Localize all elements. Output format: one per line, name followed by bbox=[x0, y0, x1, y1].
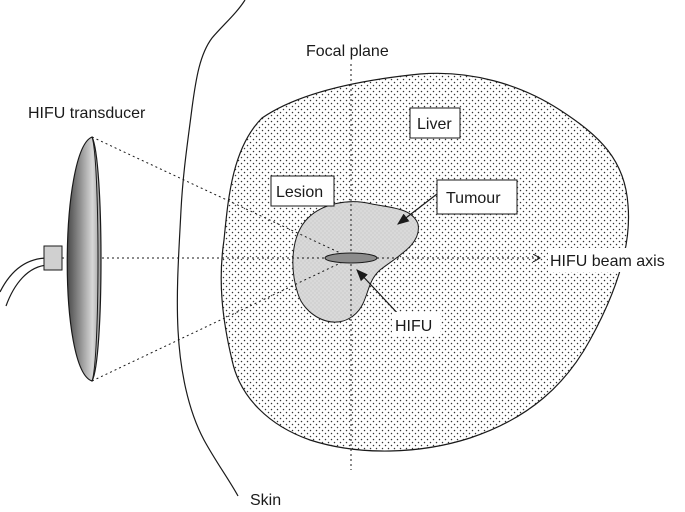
tumour-label-box bbox=[436, 179, 518, 215]
transducer-cable bbox=[0, 257, 49, 293]
lesion-label-box bbox=[270, 175, 335, 207]
hifu-pointer-arrow bbox=[356, 269, 403, 319]
liver-label-box bbox=[409, 107, 461, 139]
skin-outline bbox=[176, 0, 246, 497]
tumour-pointer-arrow bbox=[397, 193, 438, 225]
lesion-label: Lesion bbox=[276, 184, 323, 201]
transducer-cable-inner bbox=[5, 264, 49, 307]
liver-outline bbox=[220, 72, 630, 452]
transducer-label: HIFU transducer bbox=[28, 105, 146, 122]
skin-label: Skin bbox=[250, 492, 281, 509]
beam-axis-label-bg bbox=[548, 248, 682, 272]
transducer-connector bbox=[43, 245, 63, 271]
transducer-rim bbox=[91, 136, 99, 382]
focal-plane-label: Focal plane bbox=[306, 43, 389, 60]
hifu-label-bg bbox=[392, 312, 440, 336]
tumour-label: Tumour bbox=[446, 190, 501, 207]
hifu-focus-lesion bbox=[324, 252, 378, 264]
beam-axis-label: HIFU beam axis bbox=[550, 253, 665, 270]
hifu-transducer bbox=[66, 136, 102, 382]
liver-label: Liver bbox=[417, 116, 452, 133]
hifu-label: HIFU bbox=[395, 318, 432, 335]
